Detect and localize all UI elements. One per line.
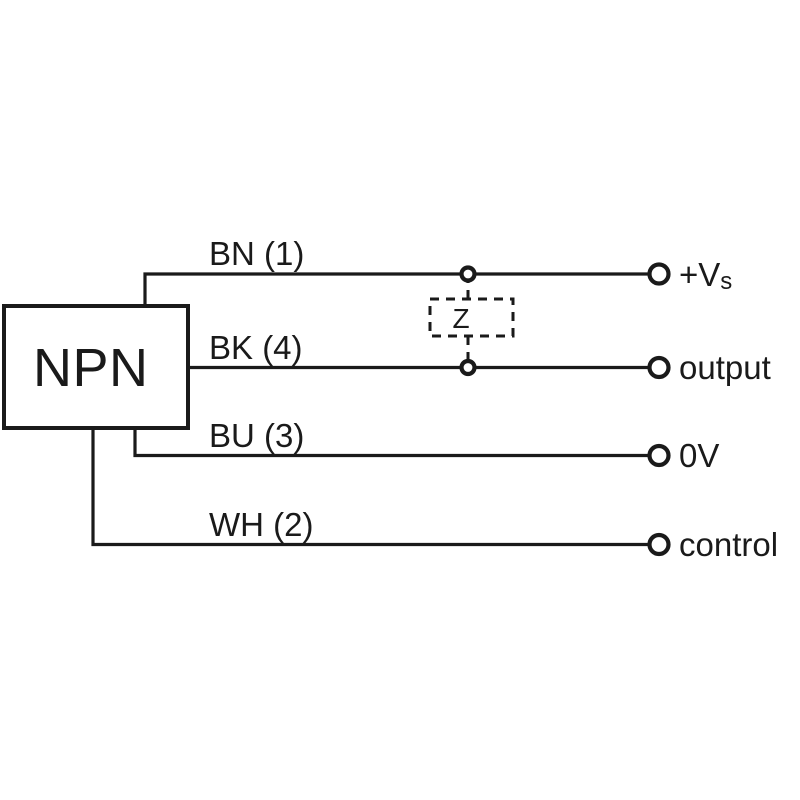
wire-path-bn xyxy=(143,272,657,308)
junction-dot-vs xyxy=(459,265,477,283)
junction-dot-output xyxy=(459,358,477,377)
wire-label-bn: BN (1) xyxy=(209,235,304,272)
device-box xyxy=(2,304,190,430)
terminal-circle-vs[interactable] xyxy=(647,262,671,286)
wire-path-wh xyxy=(91,426,657,547)
terminal-label-vs-main: +V xyxy=(679,256,720,293)
wire-label-bu: BU (3) xyxy=(209,417,304,454)
terminal-label-control: control xyxy=(679,526,778,563)
suppressor-box xyxy=(428,297,515,338)
wire-label-bk: BK (4) xyxy=(209,329,303,366)
terminal-label-output: output xyxy=(679,349,771,386)
wire-label-wh: WH (2) xyxy=(209,506,313,543)
terminal-label-vs: +Vs xyxy=(679,256,732,295)
terminal-label-vs-subscript: s xyxy=(720,268,732,295)
terminal-circle-control[interactable] xyxy=(647,532,671,557)
suppressor-label: Z xyxy=(452,303,469,334)
terminal-label-0v: 0V xyxy=(679,437,719,474)
terminal-circle-output[interactable] xyxy=(647,355,671,380)
device-label: NPN xyxy=(33,338,149,398)
terminal-circle-0v[interactable] xyxy=(647,443,671,468)
wire-path-bu xyxy=(133,426,657,458)
